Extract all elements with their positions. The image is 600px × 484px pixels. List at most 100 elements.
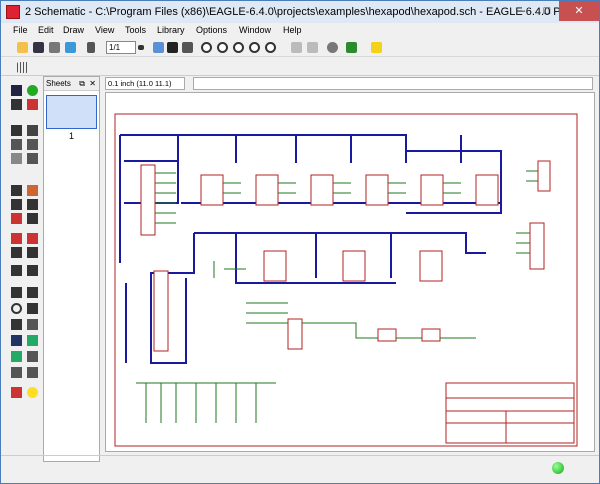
driver-ic: [419, 250, 443, 282]
driver-ic: [365, 174, 389, 206]
sheet-select[interactable]: 1/1: [106, 41, 136, 54]
float-icon[interactable]: ⧉: [79, 79, 85, 88]
print-icon[interactable]: [49, 42, 60, 53]
menu-view[interactable]: View: [95, 25, 115, 35]
menu-help[interactable]: Help: [283, 25, 302, 35]
regulator-part: [377, 328, 397, 342]
maximize-button[interactable]: □: [543, 5, 551, 17]
split-icon[interactable]: [27, 213, 38, 224]
display-icon[interactable]: [11, 99, 22, 110]
net-icon[interactable]: [27, 335, 38, 346]
show-icon[interactable]: [27, 85, 38, 96]
open-icon[interactable]: [17, 42, 28, 53]
pinswap-icon[interactable]: [11, 199, 22, 210]
circle-icon[interactable]: [11, 303, 22, 314]
errors-icon[interactable]: [27, 387, 38, 398]
menu-tools[interactable]: Tools: [125, 25, 147, 35]
sheet-number: 1: [68, 131, 74, 141]
smash-icon[interactable]: [11, 247, 22, 258]
schematic-canvas[interactable]: [105, 92, 595, 452]
zoom-fit-icon[interactable]: [201, 42, 212, 53]
zoom-out-icon[interactable]: [233, 42, 244, 53]
use-icon[interactable]: [153, 42, 164, 53]
chevron-down-icon[interactable]: [138, 45, 144, 50]
replace-icon[interactable]: [11, 213, 22, 224]
go-icon[interactable]: [346, 42, 357, 53]
ic-parts: [140, 160, 551, 352]
polygon-icon[interactable]: [27, 319, 38, 330]
menu-draw[interactable]: Draw: [63, 25, 85, 35]
name-icon[interactable]: [11, 233, 22, 244]
mark-icon[interactable]: [27, 99, 38, 110]
minimize-button[interactable]: –: [518, 5, 526, 17]
menu-window[interactable]: Window: [239, 25, 272, 35]
info-icon[interactable]: [11, 85, 22, 96]
command-bar: 0.1 inch (11.0 11.1): [105, 77, 595, 91]
invoke-icon[interactable]: [27, 265, 38, 276]
redo-icon[interactable]: [307, 42, 318, 53]
run-ulp-icon[interactable]: [182, 42, 193, 53]
copy-icon[interactable]: [27, 125, 38, 136]
driver-ic: [342, 250, 366, 282]
dimension-icon[interactable]: [27, 367, 38, 378]
command-input[interactable]: [193, 77, 593, 90]
driver-ic: [200, 174, 224, 206]
change-icon[interactable]: [27, 153, 38, 164]
net-lines: [136, 170, 538, 423]
header-part: [529, 222, 545, 270]
status-led-icon: [552, 462, 564, 474]
coordinate-display: 0.1 inch (11.0 11.1): [105, 77, 185, 90]
menu-file[interactable]: File: [13, 25, 28, 35]
wire-icon[interactable]: [11, 287, 22, 298]
connector-part: [140, 164, 156, 236]
drawing-frame: [114, 113, 578, 447]
junction-icon[interactable]: [11, 351, 22, 362]
label-icon[interactable]: [27, 351, 38, 362]
title-block: [445, 382, 575, 444]
zoom-in-icon[interactable]: [217, 42, 228, 53]
rotate-icon[interactable]: [27, 139, 38, 150]
undo-icon[interactable]: [291, 42, 302, 53]
arc-icon[interactable]: [27, 303, 38, 314]
parameter-toolbar: [1, 58, 599, 76]
driver-ic: [310, 174, 334, 206]
zoom-select-icon[interactable]: [265, 42, 276, 53]
add-icon[interactable]: [27, 185, 38, 196]
menu-edit[interactable]: Edit: [38, 25, 54, 35]
script-icon[interactable]: [167, 42, 178, 53]
gateswap-icon[interactable]: [27, 199, 38, 210]
menu-options[interactable]: Options: [196, 25, 228, 35]
sheets-panel: Sheets ⧉ ✕ 1: [43, 76, 100, 462]
close-button[interactable]: ✕: [559, 1, 599, 21]
menu-bar: File Edit Draw View Tools Library Option…: [1, 23, 599, 39]
driver-ic: [263, 250, 287, 282]
regulator-part: [287, 318, 303, 350]
cam-icon[interactable]: [87, 42, 95, 53]
group-icon[interactable]: [11, 153, 22, 164]
text-icon[interactable]: [27, 287, 38, 298]
sheet-thumbnail[interactable]: [46, 95, 97, 129]
delete-icon[interactable]: [11, 185, 22, 196]
value-icon[interactable]: [27, 233, 38, 244]
menu-library[interactable]: Library: [157, 25, 185, 35]
help-icon[interactable]: [371, 42, 382, 53]
move-icon[interactable]: [11, 125, 22, 136]
board-switch-icon[interactable]: [65, 42, 76, 53]
miter-icon[interactable]: [27, 247, 38, 258]
bus-lines: [119, 134, 502, 364]
split-wire-icon[interactable]: [11, 265, 22, 276]
erc-icon[interactable]: [11, 387, 22, 398]
grid-icon[interactable]: [17, 62, 28, 73]
mirror-icon[interactable]: [11, 139, 22, 150]
driver-ic: [255, 174, 279, 206]
window-title: 2 Schematic - C:\Program Files (x86)\EAG…: [25, 6, 580, 18]
close-icon[interactable]: ✕: [89, 79, 96, 88]
microcontroller: [153, 270, 169, 352]
redraw-icon[interactable]: [249, 42, 260, 53]
rect-icon[interactable]: [11, 319, 22, 330]
attribute-icon[interactable]: [11, 367, 22, 378]
bus-icon[interactable]: [11, 335, 22, 346]
stop-icon[interactable]: [327, 42, 338, 53]
save-icon[interactable]: [33, 42, 44, 53]
